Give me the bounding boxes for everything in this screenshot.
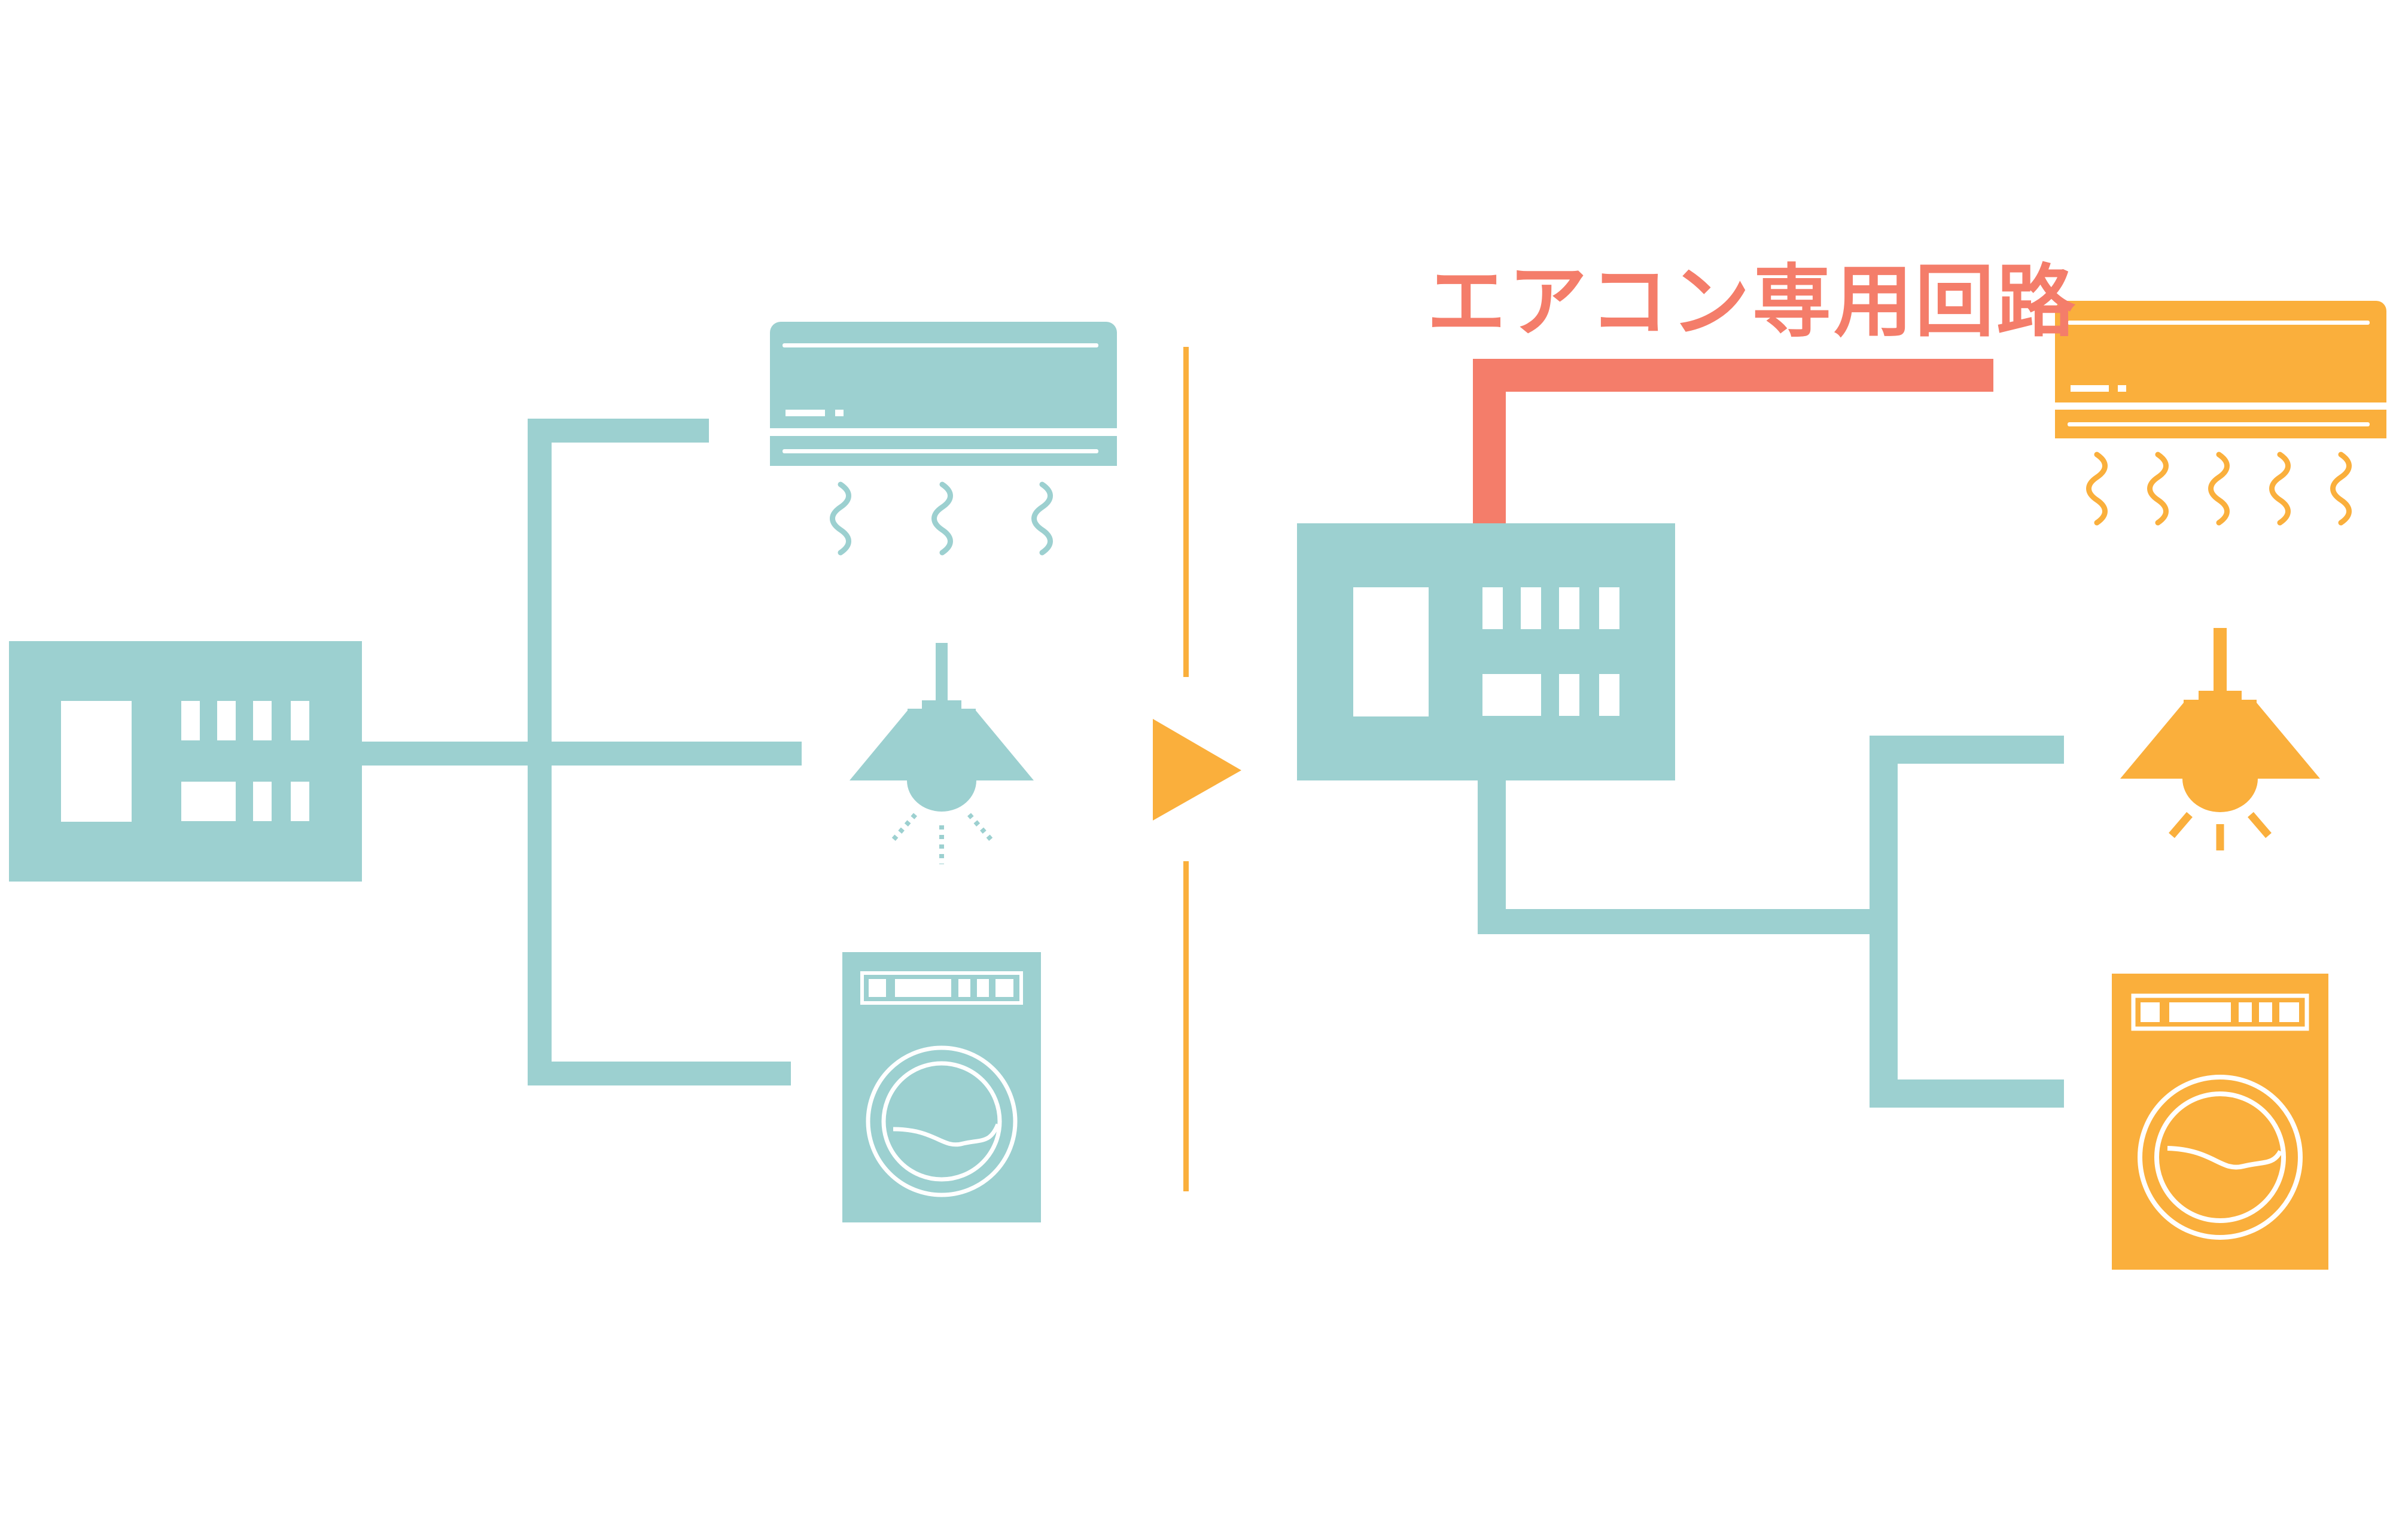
before-wiring: [359, 419, 802, 1085]
dedicated-ac-circuit: [1473, 359, 1993, 526]
shared-horizontal-wire: [1478, 909, 1884, 934]
air-conditioner-icon: [2055, 301, 2386, 438]
heat-wave-icon: [2089, 455, 2349, 523]
ac-branch-wire: [528, 419, 709, 443]
light-ray-icon: [2169, 812, 2272, 850]
pendant-lamp-icon: [850, 643, 1034, 812]
dedicated-wire-horizontal: [1473, 359, 1993, 392]
dedicated-circuit-label: エアコン専用回路: [1427, 256, 2078, 348]
after-section: [1297, 301, 2386, 1270]
heat-wave-icon: [833, 484, 1051, 553]
breaker-panel-icon: [9, 641, 362, 882]
air-conditioner-icon: [770, 322, 1117, 466]
washing-machine-icon: [842, 952, 1041, 1222]
washer-branch-wire: [528, 1062, 791, 1085]
lamp-branch-wire: [1870, 736, 2064, 764]
light-ray-icon: [888, 813, 997, 864]
washer-branch-wire-after: [1870, 1079, 2064, 1108]
transition-divider: [1153, 347, 1241, 1191]
breaker-panel-icon: [1297, 523, 1675, 780]
after-wiring: [1478, 736, 2064, 1108]
shared-trunk-wire: [1870, 736, 1898, 1108]
pendant-lamp-icon: [2120, 628, 2320, 812]
panel-drop-wire: [1478, 777, 1506, 934]
divider-line-top: [1183, 347, 1189, 677]
washing-machine-icon: [2112, 974, 2328, 1270]
arrow-right-icon: [1153, 719, 1241, 821]
before-section: [9, 322, 1117, 1222]
divider-line-bottom: [1183, 861, 1189, 1191]
branch-trunk-wire: [528, 419, 552, 1085]
panel-feed-wire: [359, 742, 802, 766]
